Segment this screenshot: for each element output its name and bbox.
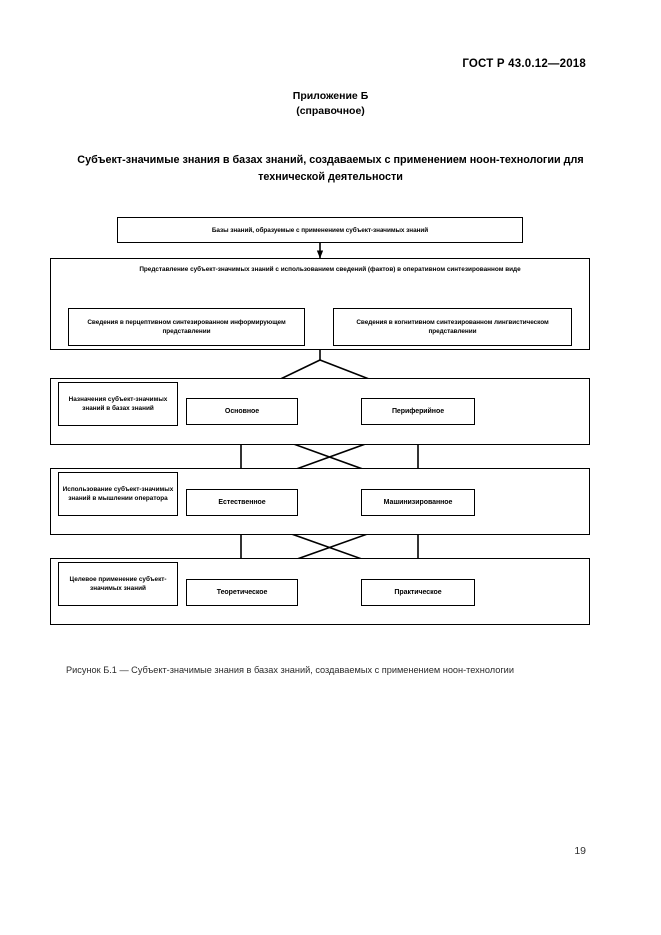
section-caption-application: Целевое применение субъект-значимых знан…: [58, 562, 178, 606]
section-caption-purpose: Назначения субъект-значимых знаний в баз…: [58, 382, 178, 426]
section-caption-usage: Использование субъект-значимых знаний в …: [58, 472, 178, 516]
page-number: 19: [574, 845, 586, 857]
annex-kind: (справочное): [296, 105, 365, 117]
figure-b1: Базы знаний, образуемые с применением су…: [0, 210, 661, 650]
node-application-theoretical: Теоретическое: [186, 579, 298, 606]
page-title: Субъект-значимые знания в базах знаний, …: [77, 154, 584, 183]
annex-title: Приложение Б: [292, 90, 369, 102]
node-purpose-main: Основное: [186, 398, 298, 425]
node-usage-natural: Естественное: [186, 489, 298, 516]
node-perceptive-representation: Сведения в перцептивном синтезированном …: [68, 308, 305, 346]
node-application-practical: Практическое: [361, 579, 475, 606]
annex-block: Приложение Б (справочное): [0, 89, 661, 119]
standard-header: ГОСТ Р 43.0.12—2018: [462, 58, 586, 70]
node-cognitive-representation: Сведения в когнитивном синтезированном л…: [333, 308, 572, 346]
node-purpose-peripheral: Периферийное: [361, 398, 475, 425]
node-usage-machine: Машинизированное: [361, 489, 475, 516]
representation-title: Представление субъект-значимых знаний с …: [139, 266, 521, 273]
node-knowledge-bases: Базы знаний, образуемые с применением су…: [117, 217, 523, 243]
figure-caption: Рисунок Б.1 — Субъект-значимые знания в …: [66, 665, 514, 675]
